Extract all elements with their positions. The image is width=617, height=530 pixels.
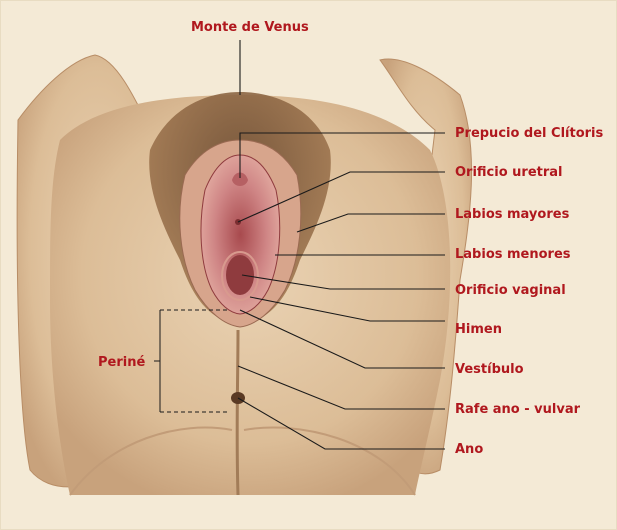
label-orificio-uretral: Orificio uretral [455, 165, 563, 180]
label-monte-venus: Monte de Venus [191, 20, 309, 35]
label-labios-menores: Labios menores [455, 247, 571, 262]
label-ano: Ano [455, 442, 483, 457]
label-perine: Periné [98, 355, 145, 370]
label-prepucio-clitoris: Prepucio del Clítoris [455, 126, 603, 141]
label-vestibulo: Vestíbulo [455, 362, 524, 377]
label-rafe-ano-vulvar: Rafe ano - vulvar [455, 402, 580, 417]
label-labios-mayores: Labios mayores [455, 207, 569, 222]
vaginal-orifice [226, 255, 254, 295]
label-orificio-vaginal: Orificio vaginal [455, 283, 566, 298]
label-himen: Himen [455, 322, 502, 337]
